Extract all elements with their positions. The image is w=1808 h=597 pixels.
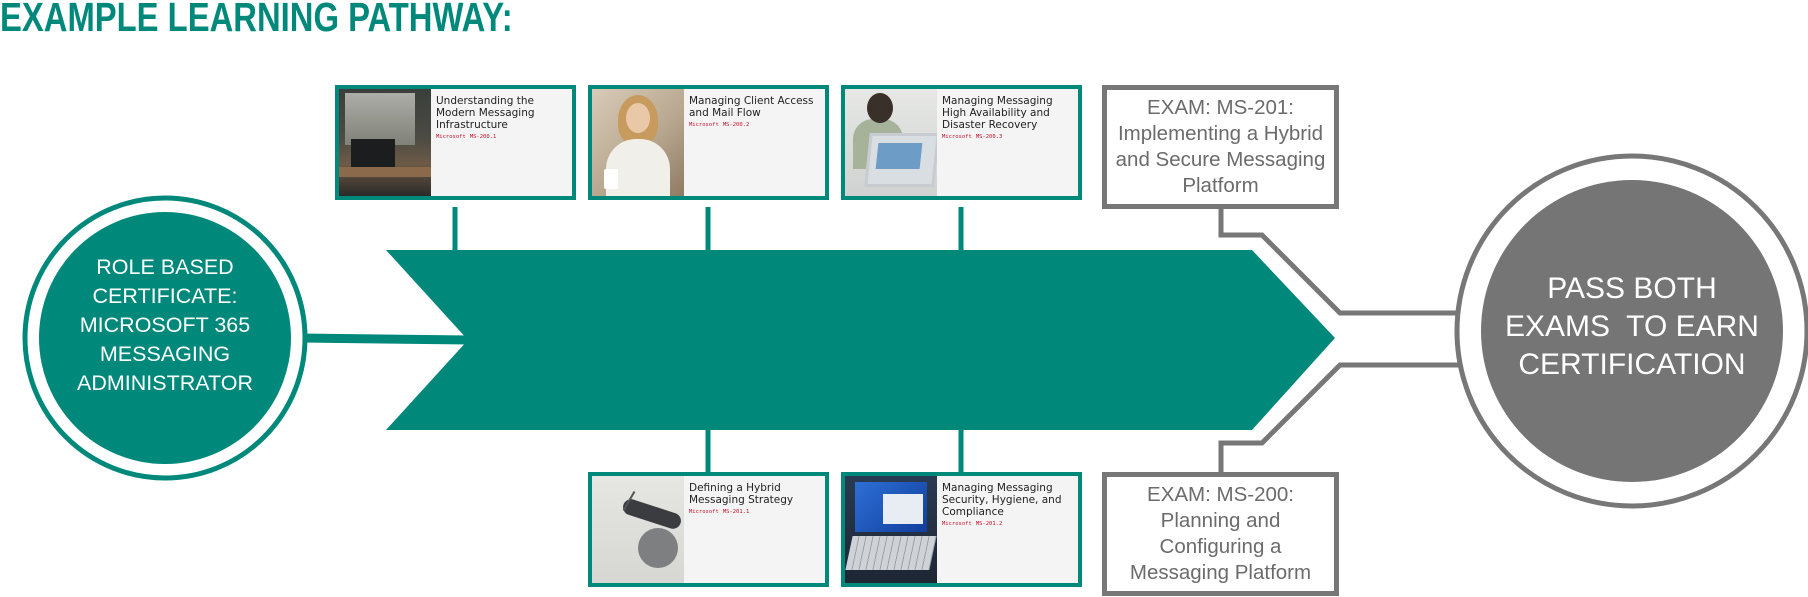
- exam-box-ms-201: EXAM: MS-201: Implementing a Hybrid and …: [1102, 85, 1339, 209]
- course-title: Understanding the Modern Messaging Infra…: [436, 95, 535, 131]
- role-line: ROLE BASED: [96, 255, 234, 279]
- connector-role-arrow: [299, 333, 471, 345]
- role-line: CERTIFICATE:: [92, 284, 238, 308]
- connector-exam-ms201: [1218, 205, 1470, 316]
- course-card-ms-201-1[interactable]: Defining a Hybrid Messaging Strategy Mic…: [588, 472, 829, 587]
- course-thumbnail: [845, 89, 937, 196]
- course-thumbnail: [339, 89, 431, 196]
- exam-box-ms-200: EXAM: MS-200: Planning and Configuring a…: [1102, 472, 1339, 596]
- pass-circle: [1481, 180, 1783, 482]
- pass-text: PASS BOTH EXAMS TO EARN CERTIFICATION: [1505, 272, 1759, 381]
- role-line: MICROSOFT 365: [79, 313, 251, 337]
- role-line: MESSAGING: [99, 342, 231, 366]
- course-card-ms-200-1[interactable]: Understanding the Modern Messaging Infra…: [335, 85, 576, 200]
- role-circle: [39, 212, 291, 464]
- course-card-ms-201-2[interactable]: Managing Messaging Security, Hygiene, an…: [841, 472, 1082, 587]
- course-card-ms-200-2[interactable]: Managing Client Access and Mail Flow Mic…: [588, 85, 829, 200]
- course-title: Defining a Hybrid Messaging Strategy: [689, 482, 794, 506]
- course-thumbnail: [592, 476, 684, 583]
- connector-exam-ms200: [1218, 362, 1470, 473]
- course-thumbnail: [845, 476, 937, 583]
- course-title: Managing Messaging Security, Hygiene, an…: [942, 482, 1062, 518]
- course-title: Managing Messaging High Availability and…: [942, 95, 1053, 131]
- course-thumbnail: [592, 89, 684, 196]
- exam-text: EXAM: MS-201: Implementing a Hybrid and …: [1115, 96, 1326, 197]
- page-title: EXAMPLE LEARNING PATHWAY:: [0, 0, 513, 40]
- pathway-arrow: [386, 250, 1335, 430]
- course-card-ms-200-3[interactable]: Managing Messaging High Availability and…: [841, 85, 1082, 200]
- exam-text: EXAM: MS-200: Planning and Configuring a…: [1129, 483, 1312, 584]
- role-certificate-text: ROLE BASED CERTIFICATE: MICROSOFT 365 ME…: [45, 253, 285, 398]
- role-line: ADMINISTRATOR: [77, 371, 253, 395]
- course-title: Managing Client Access and Mail Flow: [689, 95, 814, 119]
